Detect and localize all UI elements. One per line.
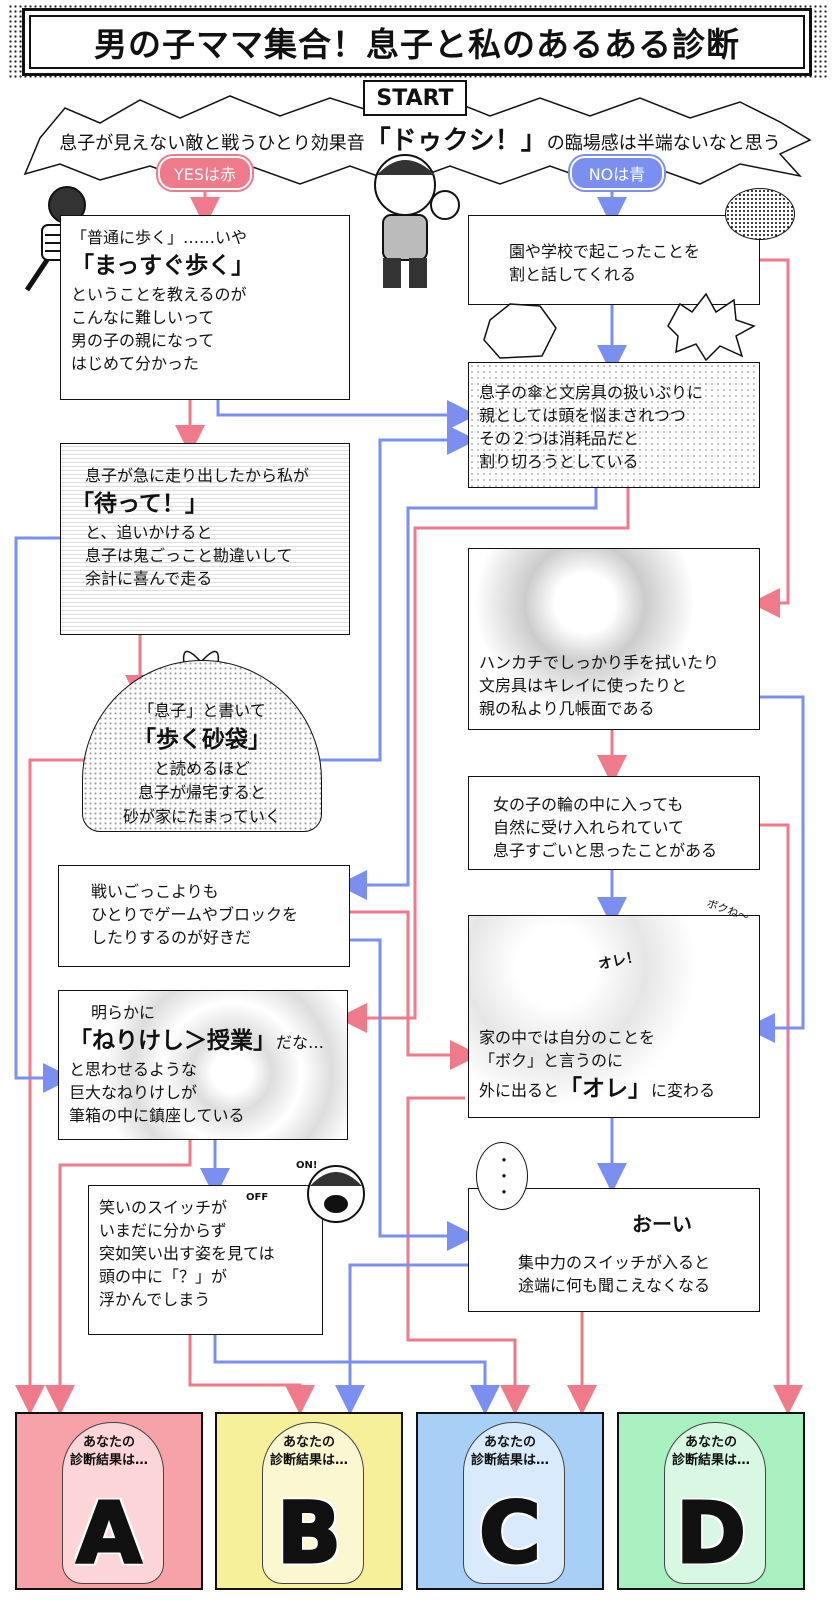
page-title: 男の子ママ集合！息子と私のあるある診断 [94,25,740,64]
q4-line2: と、追いかけると [85,523,213,542]
dots-bubble: ・・・ [476,1142,528,1210]
result-d-panel[interactable]: あなたの診断結果は… D [617,1412,805,1590]
q8-line3: したりするのが好きだ [91,928,252,947]
q5-line3: 親の私より几帳面である [479,699,655,718]
question-neat-handkerchief[interactable]: ハンカチでしっかり手を拭いたり 文房具はキレイに使ったりと 親の私より几帳面であ… [468,548,760,730]
q3-line1: 息子の傘と文房具の扱いぶりに [479,383,704,402]
q10-emphasis: 「ねりけし＞授業」 [69,1028,276,1054]
q1-line3: こんなに難しいって [71,308,215,327]
q3-line3: その２つは消耗品だと [479,429,640,448]
q11-line4: 頭の中に「？」が [99,1267,228,1286]
q11-line3: 突如笑い出す姿を見ては [99,1244,275,1263]
q1-line1: 「普通に歩く」……いや [71,228,248,247]
question-giant-eraser[interactable]: 明らかに 「ねりけし＞授業」だな… と思わせるような 巨大なねりけしが 筆箱の中… [58,990,348,1140]
result-c-text1: あなたの [483,1435,536,1450]
q0-pre: 息子が見えない敵と戦うひとり効果音 [59,133,365,154]
result-a-letter: A [75,1483,143,1584]
q5-line2: 文房具はキレイに使ったりと [479,676,688,695]
q9-line2: 「ボク」と言うのに [479,1051,624,1070]
question-wait-chase[interactable]: 息子が急に走り出したから私が 「待って！」 と、追いかけると 息子は鬼ごっこと勘… [60,443,350,635]
q8-line2: ひとりでゲームやブロックを [91,905,299,924]
q9-line3-post: に変わる [651,1081,716,1100]
question-laugh-switch[interactable]: 笑いのスイッチが いまだに分からず 突如笑い出す姿を見ては 頭の中に「？」が 浮… [88,1185,323,1335]
question-walk-straight[interactable]: 「普通に歩く」……いや 「まっすぐ歩く」 ということを教えるのが こんなに難しい… [60,215,350,400]
result-c-panel[interactable]: あなたの診断結果は… C [416,1412,604,1590]
q10-line1: 明らかに [91,1003,156,1022]
q5-line1: ハンカチでしっかり手を拭いたり [479,653,720,672]
result-a-panel[interactable]: あなたの診断結果は… A [15,1412,203,1590]
q3-line2: 親としては頭を悩まされつつ [479,406,686,425]
q1-line4: 男の子の親になって [71,331,215,350]
start-label: START [363,80,467,116]
question-talks-about-school[interactable]: 園や学校で起こったことを 割と話してくれる [468,215,760,305]
q7-line2: 自然に受け入れられていて [493,818,685,837]
q11-line2: いまだに分からず [99,1221,227,1240]
title-banner: 男の子ママ集合！息子と私のあるある診断 [22,8,812,76]
q10-line4: 筆箱の中に鎮座している [69,1106,245,1125]
q6-line3: 息子が帰宅すると [137,783,266,802]
q0-big: 「ドゥクシ！」 [364,126,547,156]
result-c-text2: 診断結果は… [470,1453,549,1468]
q1-line2: ということを教えるのが [71,285,247,304]
speech-bubble-dotted [725,188,795,240]
question-prefers-games[interactable]: 戦いごっこよりも ひとりでゲームやブロックを したりするのが好きだ [58,865,350,967]
question-umbrella-stationery[interactable]: 息子の傘と文房具の扱いぶりに 親としては頭を悩まされつつ その２つは消耗品だと … [468,362,760,488]
q10-line3: 巨大なねりけしが [69,1083,198,1102]
q8-line1: 戦いごっこよりも [91,882,219,901]
q1-emphasis: 「まっすぐ歩く」 [71,253,255,279]
boy-laughing-illustration [307,1165,365,1223]
q1-line5: はじめて分かった [71,354,200,373]
q9-line1: 家の中では自分のことを [479,1028,656,1047]
question-start[interactable]: 息子が見えない敵と戦うひとり効果音「ドゥクシ！」の臨場感は半端ないなと思う [40,120,800,157]
question-boku-ore[interactable]: 家の中では自分のことを 「ボク」と言うのに 外に出ると「オレ」に変わる [468,915,760,1118]
q4-line4: 余計に喜んで走る [85,569,213,588]
q7-line3: 息子すごいと思ったことがある [493,841,718,860]
q3-line4: 割り切ろうとしている [479,452,639,471]
sfx-on: ON! [296,1160,318,1171]
q4-emphasis: 「待って！」 [71,491,208,517]
q9-line3-pre: 外に出ると [479,1081,560,1100]
q6-line4: 砂が家にたまっていく [122,807,282,826]
q6-emphasis: 「歩く砂袋」 [133,727,271,753]
q7-line1: 女の子の輪の中に入っても [493,795,684,814]
yes-label: YESは赤 [158,156,252,190]
q2-line2: 割と話してくれる [509,265,637,284]
boy-fighting-illustration [374,154,460,288]
q2-line1: 園や学校で起こったことを [509,242,700,261]
result-b-text2: 診断結果は… [269,1453,348,1468]
result-b-figure [262,1422,364,1584]
result-a-text2: 診断結果は… [69,1453,148,1468]
q12-line1: 集中力のスイッチが入ると [517,1253,710,1272]
q10-tail: だな… [276,1033,325,1052]
q6-line1: 「息子」と書いて [138,701,266,720]
result-d-letter: D [675,1483,748,1584]
sfx-off: OFF [246,1192,269,1203]
result-d-text2: 診断結果は… [671,1453,750,1468]
no-label: NOは青 [570,156,664,190]
result-a-figure [62,1422,164,1584]
result-d-text1: あなたの [684,1435,737,1450]
speech-bubble-spiky [667,292,756,362]
question-focus-switch[interactable]: 集中力のスイッチが入ると 途端に何も聞こえなくなる [468,1188,760,1312]
q11-line5: 浮かんでしまう [99,1290,211,1309]
result-c-figure [463,1422,565,1584]
question-girls-circle[interactable]: 女の子の輪の中に入っても 自然に受け入れられていて 息子すごいと思ったことがある [468,776,760,870]
sfx-oi: おーい [632,1212,692,1236]
q0-post: の臨場感は半端ないなと思う [546,133,781,154]
q9-emphasis: 「オレ」 [559,1076,652,1102]
q12-line2: 途端に何も聞こえなくなる [517,1276,710,1295]
result-d-figure [664,1422,766,1584]
result-a-text1: あなたの [82,1435,135,1450]
q4-line3: 息子は鬼ごっこと勘違いして [85,546,293,565]
speech-bubble-plain [483,303,557,359]
q10-line2: と思わせるような [69,1060,198,1079]
q6-line2: と読めるほど [153,759,250,778]
result-c-letter: C [478,1483,543,1584]
result-b-text1: あなたの [282,1435,335,1450]
q11-line1: 笑いのスイッチが [99,1198,228,1217]
result-b-panel[interactable]: あなたの診断結果は… B [215,1412,403,1590]
q4-line1: 息子が急に走り出したから私が [85,466,310,485]
result-b-letter: B [275,1483,342,1584]
